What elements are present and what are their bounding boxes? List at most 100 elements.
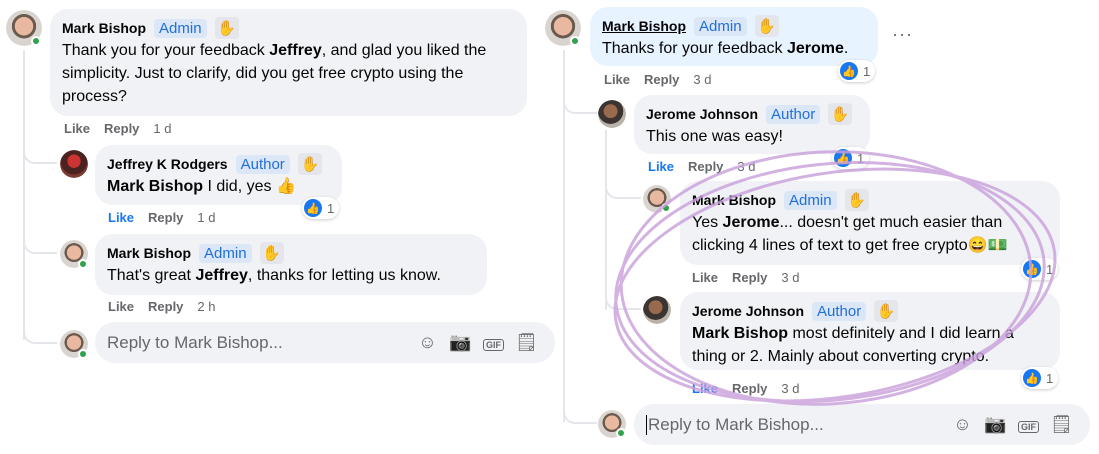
- wave-icon[interactable]: ✋: [754, 15, 779, 37]
- thread-connector: [23, 320, 57, 344]
- wave-icon[interactable]: ✋: [259, 242, 284, 264]
- author-name[interactable]: Jerome Johnson: [692, 303, 805, 319]
- reaction-count[interactable]: 👍1: [832, 147, 870, 169]
- comment-text: This one was easy!: [646, 128, 783, 145]
- admin-badge: Admin: [694, 16, 747, 36]
- reply-input[interactable]: Reply to Mark Bishop... ☺ 📷 GIF 🗒: [634, 404, 1090, 445]
- reaction-count[interactable]: 👍1: [838, 60, 876, 82]
- online-indicator: [78, 349, 88, 359]
- wave-icon[interactable]: ✋: [214, 17, 239, 39]
- author-badge: Author: [812, 301, 867, 321]
- thread-connector: [563, 400, 597, 424]
- comment-text: Mark Bishop I did, yes 👍: [107, 178, 296, 195]
- like-reaction-icon: 👍: [304, 199, 322, 217]
- reply-input[interactable]: Reply to Mark Bishop... ☺ 📷 GIF 🗒: [95, 322, 555, 363]
- sticker-icon[interactable]: 🗒: [515, 332, 538, 352]
- like-button[interactable]: Like: [692, 381, 719, 396]
- like-button[interactable]: Like: [604, 72, 631, 87]
- comment-text: Yes Jerome... doesn't get much easier th…: [692, 214, 1008, 254]
- timestamp[interactable]: 2 h: [197, 299, 216, 314]
- reaction-count[interactable]: 👍1: [1021, 367, 1059, 389]
- thread-line: [23, 50, 25, 340]
- mention[interactable]: Jerome: [722, 214, 780, 231]
- admin-badge: Admin: [199, 243, 252, 263]
- reaction-count[interactable]: 👍1: [302, 197, 340, 219]
- thread-connector: [563, 90, 597, 114]
- wave-icon[interactable]: ✋: [874, 300, 899, 322]
- like-reaction-icon: 👍: [840, 62, 858, 80]
- reply-placeholder[interactable]: Reply to Mark Bishop...: [107, 332, 283, 352]
- mention[interactable]: Mark Bishop: [107, 178, 204, 195]
- comment-bubble: Mark Bishop Admin ✋ Thank you for your fee…: [50, 9, 527, 116]
- author-name[interactable]: Mark Bishop: [62, 20, 147, 36]
- author-name[interactable]: Jerome Johnson: [646, 106, 759, 122]
- reply-button[interactable]: Reply: [732, 270, 768, 285]
- author-name[interactable]: Mark Bishop: [107, 245, 192, 261]
- reaction-count[interactable]: 👍1: [1021, 258, 1059, 280]
- timestamp[interactable]: 3 d: [693, 72, 712, 87]
- reply-button[interactable]: Reply: [104, 121, 140, 136]
- wave-icon[interactable]: ✋: [844, 189, 869, 211]
- timestamp[interactable]: 3 d: [781, 270, 800, 285]
- timestamp[interactable]: 1 d: [197, 210, 216, 225]
- reply-placeholder[interactable]: Reply to Mark Bishop...: [646, 414, 946, 435]
- online-indicator: [78, 259, 88, 269]
- reply-button[interactable]: Reply: [148, 299, 184, 314]
- avatar[interactable]: [643, 296, 671, 324]
- like-button[interactable]: Like: [64, 121, 91, 136]
- comment-text: Thanks for your feedback Jerome.: [602, 40, 849, 57]
- gif-icon[interactable]: GIF: [477, 332, 510, 353]
- mention[interactable]: Jeffrey: [195, 267, 248, 284]
- thread-line: [605, 130, 607, 310]
- reply-button[interactable]: Reply: [688, 159, 724, 174]
- thread-connector: [605, 175, 641, 199]
- comment-bubble: Mark Bishop Admin ✋ Thanks for your feedba…: [590, 7, 878, 66]
- like-reaction-icon: 👍: [1023, 260, 1041, 278]
- emoji-icon[interactable]: ☺: [953, 414, 972, 434]
- author-badge: Author: [766, 104, 821, 124]
- mention[interactable]: Jerome: [786, 40, 844, 57]
- more-options-icon[interactable]: ···: [892, 24, 913, 44]
- like-button[interactable]: Like: [648, 159, 675, 174]
- timestamp[interactable]: 1 d: [153, 121, 172, 136]
- thread-connector: [23, 140, 57, 164]
- admin-badge: Admin: [154, 18, 207, 38]
- wave-icon[interactable]: ✋: [297, 153, 322, 175]
- reply-button[interactable]: Reply: [148, 210, 184, 225]
- avatar[interactable]: [60, 150, 88, 178]
- like-button[interactable]: Like: [108, 299, 135, 314]
- online-indicator: [31, 36, 41, 46]
- author-badge: Author: [235, 154, 290, 174]
- sticker-icon[interactable]: 🗒: [1050, 414, 1073, 434]
- gif-icon[interactable]: GIF: [1012, 414, 1045, 435]
- wave-icon[interactable]: ✋: [828, 103, 853, 125]
- online-indicator: [661, 203, 671, 213]
- author-name[interactable]: Jeffrey K Rodgers: [107, 156, 228, 172]
- author-name[interactable]: Mark Bishop: [602, 18, 687, 34]
- comment-bubble: Jerome Johnson Author ✋ This one was easy!: [634, 95, 870, 154]
- avatar[interactable]: [598, 100, 626, 128]
- mention[interactable]: Mark Bishop: [692, 325, 789, 342]
- thread-line: [563, 50, 565, 422]
- comment-bubble: Mark Bishop Admin ✋ That's great Jeffrey, …: [95, 234, 487, 295]
- author-name[interactable]: Mark Bishop: [692, 192, 777, 208]
- thread-connector: [605, 286, 641, 310]
- mention[interactable]: Jeffrey: [269, 42, 322, 59]
- comment-text: That's great Jeffrey, thanks for letting…: [107, 267, 441, 284]
- timestamp[interactable]: 3 d: [781, 381, 800, 396]
- emoji-icon[interactable]: ☺: [418, 332, 437, 352]
- comment-text: Thank you for your feedback Jeffrey, and…: [62, 42, 487, 105]
- online-indicator: [570, 36, 580, 46]
- like-reaction-icon: 👍: [1023, 369, 1041, 387]
- camera-icon[interactable]: 📷: [984, 414, 1007, 434]
- reply-button[interactable]: Reply: [732, 381, 768, 396]
- like-reaction-icon: 👍: [834, 149, 852, 167]
- camera-icon[interactable]: 📷: [449, 332, 472, 352]
- reply-button[interactable]: Reply: [644, 72, 680, 87]
- timestamp[interactable]: 3 d: [737, 159, 756, 174]
- online-indicator: [616, 428, 626, 438]
- like-button[interactable]: Like: [108, 210, 135, 225]
- like-button[interactable]: Like: [692, 270, 719, 285]
